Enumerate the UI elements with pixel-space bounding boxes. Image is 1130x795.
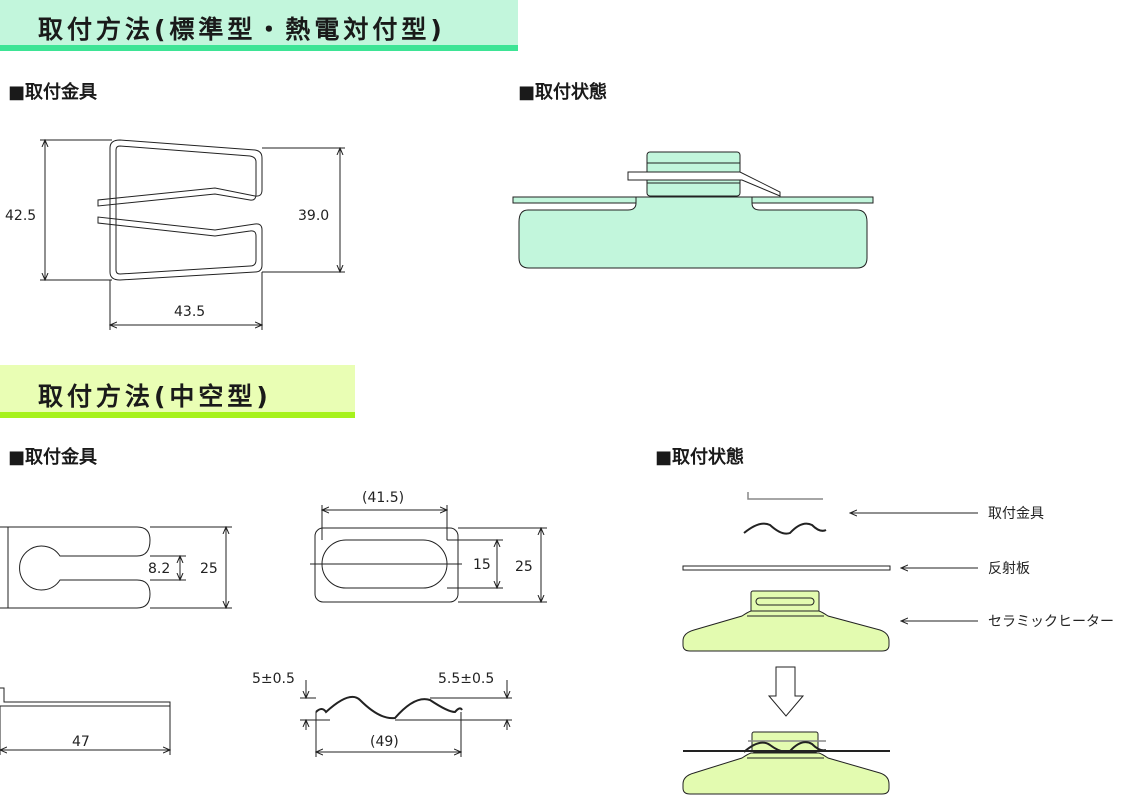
dim-height-inner: 39.0 <box>298 208 329 224</box>
dim-slot-width: 8.2 <box>148 561 170 577</box>
clip-side-view <box>0 687 170 755</box>
dim-side-length: 47 <box>72 734 90 750</box>
mounted-state-standard <box>512 151 874 269</box>
section2-fixture-heading: ■取付金具 <box>8 447 98 468</box>
label-reflector: 反射板 <box>988 561 1030 577</box>
down-arrow-icon <box>767 666 805 717</box>
dim-height-outer: 42.5 <box>5 208 36 224</box>
exploded-assembly <box>682 492 978 795</box>
label-heater: セラミックヒーター <box>988 614 1114 630</box>
dim-width: 43.5 <box>174 304 205 320</box>
dim-clip-height: 25 <box>200 561 218 577</box>
plate-top-view <box>310 505 547 602</box>
dim-hole-width: 15 <box>473 557 491 573</box>
dim-wave-left: 5±0.5 <box>252 671 295 687</box>
dim-wave-length: (49) <box>370 734 399 750</box>
dim-hole-length: (41.5) <box>362 490 404 506</box>
section1-state-heading: ■取付状態 <box>518 82 608 103</box>
section2-state-heading: ■取付状態 <box>655 447 745 468</box>
section1-title: 取付方法(標準型・熱電対付型) <box>38 15 446 44</box>
label-fixture: 取付金具 <box>988 506 1044 522</box>
dim-wave-right: 5.5±0.5 <box>438 671 494 687</box>
section2-banner: 取付方法(中空型) <box>0 365 355 418</box>
section1-fixture-heading: ■取付金具 <box>8 82 98 103</box>
wave-spring <box>300 680 512 757</box>
section1-banner: 取付方法(標準型・熱電対付型) <box>0 0 518 51</box>
section2-title: 取付方法(中空型) <box>38 382 272 411</box>
dim-plate-height: 25 <box>515 559 533 575</box>
clip-top-view <box>0 527 232 608</box>
clip-drawing-standard <box>40 140 345 330</box>
